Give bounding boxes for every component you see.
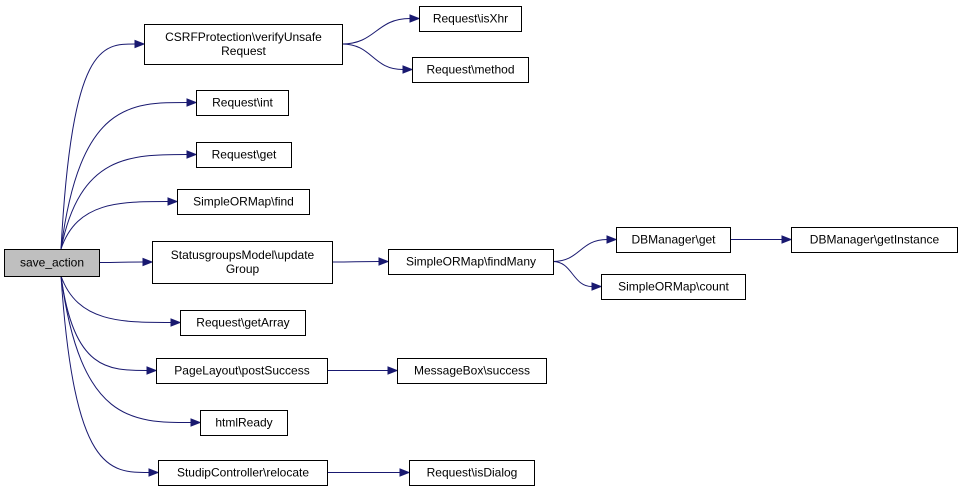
node-find-many[interactable]: SimpleORMap\findMany [388, 249, 554, 275]
node-box [200, 410, 288, 436]
node-label: DBManager\get [631, 233, 716, 247]
node-req-int[interactable]: Request\int [196, 90, 289, 116]
edge-save-action-to-orm-find [60, 201, 169, 250]
edge-save-action-to-csrf [60, 43, 136, 250]
node-label: save_action [20, 256, 84, 270]
edge-arrowhead [167, 197, 179, 206]
node-db-instance[interactable]: DBManager\getInstance [791, 227, 958, 253]
node-label: Request\get [212, 148, 277, 162]
edge-arrowhead [378, 257, 390, 266]
node-html-ready[interactable]: htmlReady [200, 410, 288, 436]
node-box [409, 460, 535, 486]
edge-save-action-to-update-group [98, 261, 144, 263]
node-label: Group [226, 262, 260, 276]
node-label: SimpleORMap\findMany [406, 255, 536, 269]
node-box [791, 227, 958, 253]
edge-find-many-to-db-get [552, 239, 608, 262]
node-get-array[interactable]: Request\getArray [180, 310, 306, 336]
edge-update-group-to-find-many [331, 261, 380, 263]
edge-find-many-to-orm-count [552, 261, 593, 287]
edge-arrowhead [591, 282, 603, 291]
node-label: Request\int [212, 96, 273, 110]
node-label: StudipController\relocate [177, 466, 309, 480]
edge-arrowhead [186, 98, 198, 107]
edge-save-action-to-relocate [60, 275, 150, 473]
edge-arrowhead [142, 257, 154, 267]
node-box [4, 249, 100, 277]
node-label: Request [221, 44, 266, 58]
call-graph-nodes: save_actionCSRFProtection\verifyUnsafeRe… [4, 6, 958, 486]
edge-csrf-to-isxhr [341, 18, 411, 45]
node-label: Request\method [426, 63, 514, 77]
edge-arrowhead [186, 150, 198, 159]
node-box [412, 57, 529, 83]
node-isxhr[interactable]: Request\isXhr [419, 6, 522, 32]
call-graph-edges [60, 14, 793, 477]
node-label: PageLayout\postSuccess [174, 364, 309, 378]
node-box [152, 241, 333, 284]
node-label: SimpleORMap\find [193, 195, 294, 209]
edge-save-action-to-req-get [60, 154, 188, 250]
edge-csrf-to-method [341, 43, 404, 70]
node-db-get[interactable]: DBManager\get [616, 227, 731, 253]
node-box [419, 6, 522, 32]
node-relocate[interactable]: StudipController\relocate [158, 460, 328, 486]
node-label: Request\isXhr [433, 12, 508, 26]
node-box [156, 358, 328, 384]
node-req-get[interactable]: Request\get [196, 142, 292, 168]
node-label: DBManager\getInstance [810, 233, 940, 247]
edge-save-action-to-req-int [60, 102, 188, 250]
edge-arrowhead [399, 468, 411, 477]
node-box [196, 142, 292, 168]
edge-arrowhead [190, 418, 202, 427]
node-post-success[interactable]: PageLayout\postSuccess [156, 358, 328, 384]
node-orm-find[interactable]: SimpleORMap\find [177, 189, 310, 215]
edge-save-action-to-html-ready [60, 275, 192, 423]
node-label: StatusgroupsModel\update [171, 248, 315, 262]
node-box [180, 310, 306, 336]
node-label: MessageBox\success [414, 364, 530, 378]
node-box [196, 90, 289, 116]
node-msg-success[interactable]: MessageBox\success [397, 358, 547, 384]
node-box [158, 460, 328, 486]
node-box [144, 24, 343, 65]
edge-arrowhead [402, 65, 414, 74]
edge-arrowhead [148, 468, 160, 477]
node-label: SimpleORMap\count [618, 280, 729, 294]
node-label: Request\getArray [196, 316, 289, 330]
node-box [388, 249, 554, 275]
edge-arrowhead [387, 366, 399, 375]
edge-arrowhead [134, 39, 146, 49]
edge-arrowhead [146, 366, 158, 375]
edge-arrowhead [606, 235, 618, 244]
edge-arrowhead [170, 318, 182, 327]
node-save-action[interactable]: save_action [4, 249, 100, 277]
edge-arrowhead [781, 235, 793, 244]
node-orm-count[interactable]: SimpleORMap\count [601, 274, 746, 300]
edge-save-action-to-post-success [60, 275, 148, 371]
node-method[interactable]: Request\method [412, 57, 529, 83]
node-label: htmlReady [215, 416, 272, 430]
node-is-dialog[interactable]: Request\isDialog [409, 460, 535, 486]
node-box [616, 227, 731, 253]
edge-arrowhead [409, 14, 421, 23]
node-label: Request\isDialog [427, 466, 518, 480]
edge-save-action-to-get-array [60, 275, 172, 323]
node-box [601, 274, 746, 300]
node-label: CSRFProtection\verifyUnsafe [165, 30, 322, 44]
node-box [397, 358, 547, 384]
node-box [177, 189, 310, 215]
